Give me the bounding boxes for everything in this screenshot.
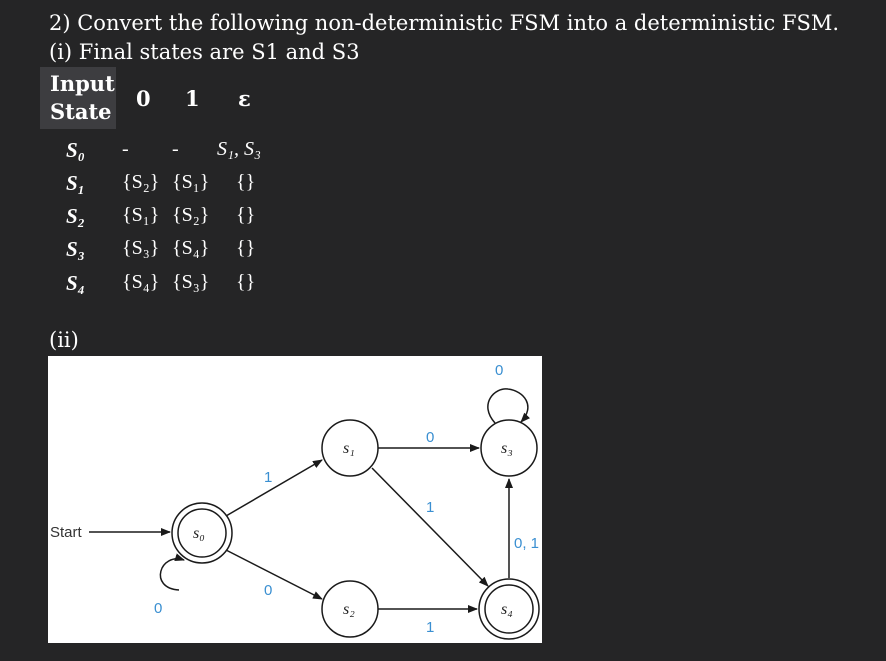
row-state-s2: S₂: [66, 204, 86, 228]
cell-s1-input-0: {S₂}: [122, 171, 160, 193]
edge-s1-s4: [371, 467, 489, 587]
row-state-s4: S₄: [66, 271, 86, 295]
row-state-s0: S₀: [66, 138, 86, 162]
cell-s2-input-epsilon: {}: [236, 204, 256, 226]
row-state-s1: S₁: [66, 171, 86, 195]
question-title: 2) Convert the following non-determinist…: [49, 11, 840, 35]
column-header-1: 1: [185, 86, 200, 111]
edge-s3-loop: [487, 388, 531, 424]
state-s4: s₄: [478, 578, 540, 640]
edge-label-s3-loop: 0: [495, 362, 503, 379]
cell-s3-input-1: {S₄}: [172, 237, 210, 259]
question-part-1: (i) Final states are S1 and S3: [49, 40, 360, 64]
state-s1: s₁: [321, 419, 379, 477]
state-s0-label: s₀: [193, 525, 205, 542]
cell-s1-input-epsilon: {}: [236, 171, 256, 193]
fsm-diagram: Start s₀ 0 s₁ s₂ s₃ s₄: [48, 356, 542, 643]
edge-s0-s2: [225, 549, 323, 600]
cell-s2-input-1: {S₂}: [172, 204, 210, 226]
edge-s0-loop: [159, 553, 185, 591]
column-header-0: 0: [136, 86, 151, 111]
cell-s3-input-epsilon: {}: [236, 237, 256, 259]
cell-s1-input-1: {S₁}: [172, 171, 210, 193]
cell-s4-input-1: {S₃}: [172, 271, 210, 293]
edge-label-s0-s2: 0: [264, 582, 272, 599]
cell-s0-input-epsilon: S₁, S₃: [217, 138, 261, 160]
state-s3: s₃: [480, 419, 538, 477]
state-s1-label: s₁: [343, 440, 355, 457]
cell-s4-input-epsilon: {}: [236, 271, 256, 293]
edge-label-s1-s4: 1: [426, 499, 434, 516]
edge-label-s1-s3: 0: [426, 429, 434, 446]
header-input-label: Input: [50, 71, 115, 96]
state-s0: s₀: [171, 502, 233, 564]
cell-s4-input-0: {S₄}: [122, 271, 160, 293]
edge-label-s2-s4: 1: [426, 619, 434, 636]
state-s2: s₂: [321, 580, 379, 638]
cell-s0-input-0: -: [122, 138, 129, 160]
state-s3-label: s₃: [501, 440, 513, 457]
edge-label-s0-loop: 0: [154, 600, 162, 617]
state-s2-label: s₂: [343, 601, 355, 618]
row-state-s3: S₃: [66, 237, 86, 261]
cell-s3-input-0: {S₃}: [122, 237, 160, 259]
edge-label-s4-s3: 0, 1: [514, 535, 539, 552]
edge-s0-s1: [225, 459, 323, 517]
state-s4-label: s₄: [501, 601, 513, 618]
table-header-cell: [40, 67, 116, 129]
header-state-label: State: [50, 99, 112, 124]
start-label: Start: [50, 524, 83, 541]
column-header-epsilon: ε: [238, 86, 251, 111]
edge-label-s0-s1: 1: [264, 469, 272, 486]
cell-s2-input-0: {S₁}: [122, 204, 160, 226]
question-part-2: (ii): [49, 328, 79, 352]
cell-s0-input-1: -: [172, 138, 179, 160]
